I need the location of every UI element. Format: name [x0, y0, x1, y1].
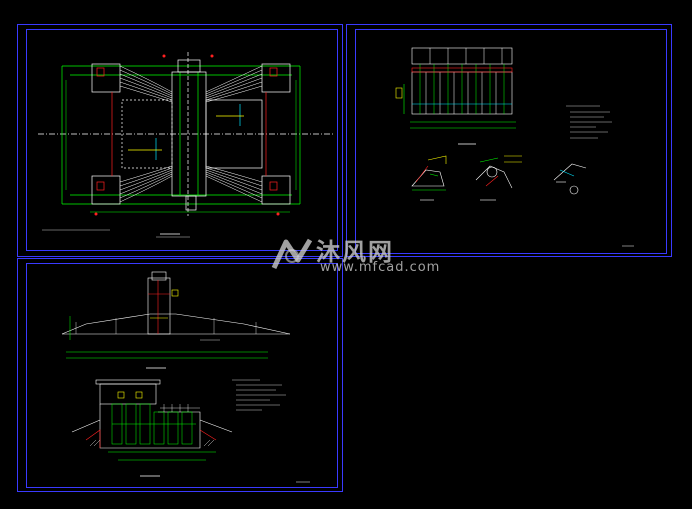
gate-section-view: [395, 47, 634, 247]
drawing-sheet-elevation: [17, 258, 343, 492]
drawing-sheet-plan: [17, 24, 343, 257]
elevation-view: [61, 271, 310, 483]
watermark-cn: 沐风网: [316, 238, 394, 266]
mf-logo-icon: [271, 238, 313, 270]
watermark-url: www.mfcad.com: [320, 260, 441, 275]
sheet-inner-frame: [26, 29, 338, 251]
sheet-inner-frame: [355, 29, 667, 254]
sheet-inner-frame: [26, 263, 338, 488]
plan-view: [38, 52, 333, 238]
watermark: 沐风网 www.mfcad.com: [268, 232, 439, 276]
drawing-sheet-gate-section: [346, 24, 672, 257]
